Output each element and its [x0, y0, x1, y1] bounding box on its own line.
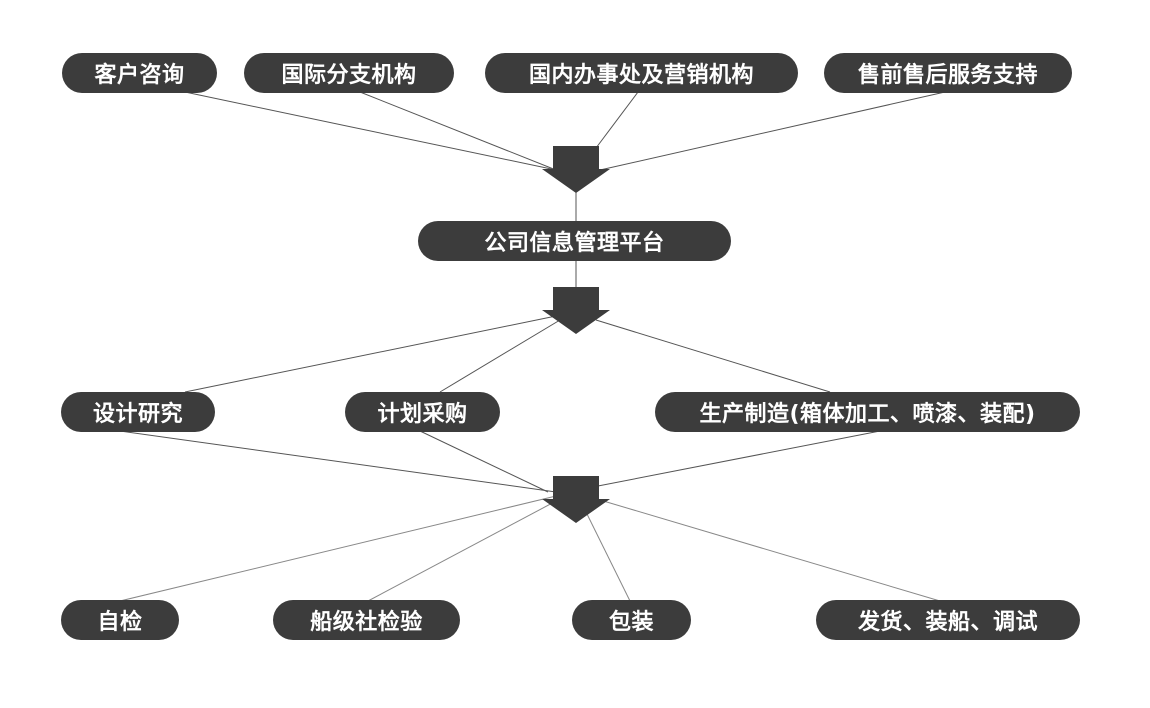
connector-line: [119, 495, 557, 602]
connector-line: [585, 511, 631, 602]
node-self-inspection: 自检: [61, 600, 179, 640]
node-label: 自检: [97, 610, 143, 635]
node-service-support: 售前售后服务支持: [824, 53, 1072, 93]
node-planning-procurement: 计划采购: [345, 392, 500, 432]
connector-line: [597, 430, 881, 487]
connector-line: [184, 315, 557, 393]
node-label: 生产制造(箱体加工、喷漆、装配): [699, 402, 1036, 427]
connector-line: [359, 91, 557, 171]
node-label: 设计研究: [92, 402, 183, 427]
node-customer-inquiry: 客户咨询: [62, 53, 217, 93]
node-international-branches: 国际分支机构: [244, 53, 454, 93]
node-label: 包装: [608, 610, 654, 635]
node-info-platform: 公司信息管理平台: [418, 221, 731, 261]
down-arrow-icon: [542, 476, 610, 523]
node-label: 船级社检验: [310, 610, 423, 635]
connector-line: [599, 91, 946, 171]
node-class-inspection: 船级社检验: [273, 600, 460, 640]
connector-line: [599, 499, 941, 602]
node-domestic-offices: 国内办事处及营销机构: [485, 53, 798, 93]
connector-line: [419, 430, 549, 493]
node-label: 计划采购: [377, 402, 468, 427]
node-packaging: 包装: [572, 600, 691, 640]
down-arrow-icon: [542, 287, 610, 334]
connector-line: [595, 91, 639, 149]
node-label: 国际分支机构: [281, 63, 417, 88]
node-label: 发货、装船、调试: [857, 610, 1038, 635]
node-design-research: 设计研究: [61, 392, 215, 432]
node-label: 客户咨询: [94, 63, 185, 88]
connector-line: [119, 430, 557, 493]
connector-line: [439, 319, 561, 393]
node-label: 公司信息管理平台: [484, 231, 665, 256]
node-shipping-commissioning: 发货、装船、调试: [816, 600, 1080, 640]
connector-line: [595, 319, 831, 393]
node-label: 售前售后服务支持: [857, 63, 1038, 88]
down-arrow-icon: [542, 146, 610, 193]
connector-line: [367, 499, 559, 602]
connector-line: [184, 91, 557, 171]
node-label: 国内办事处及营销机构: [528, 63, 754, 88]
node-manufacturing: 生产制造(箱体加工、喷漆、装配): [655, 392, 1080, 432]
